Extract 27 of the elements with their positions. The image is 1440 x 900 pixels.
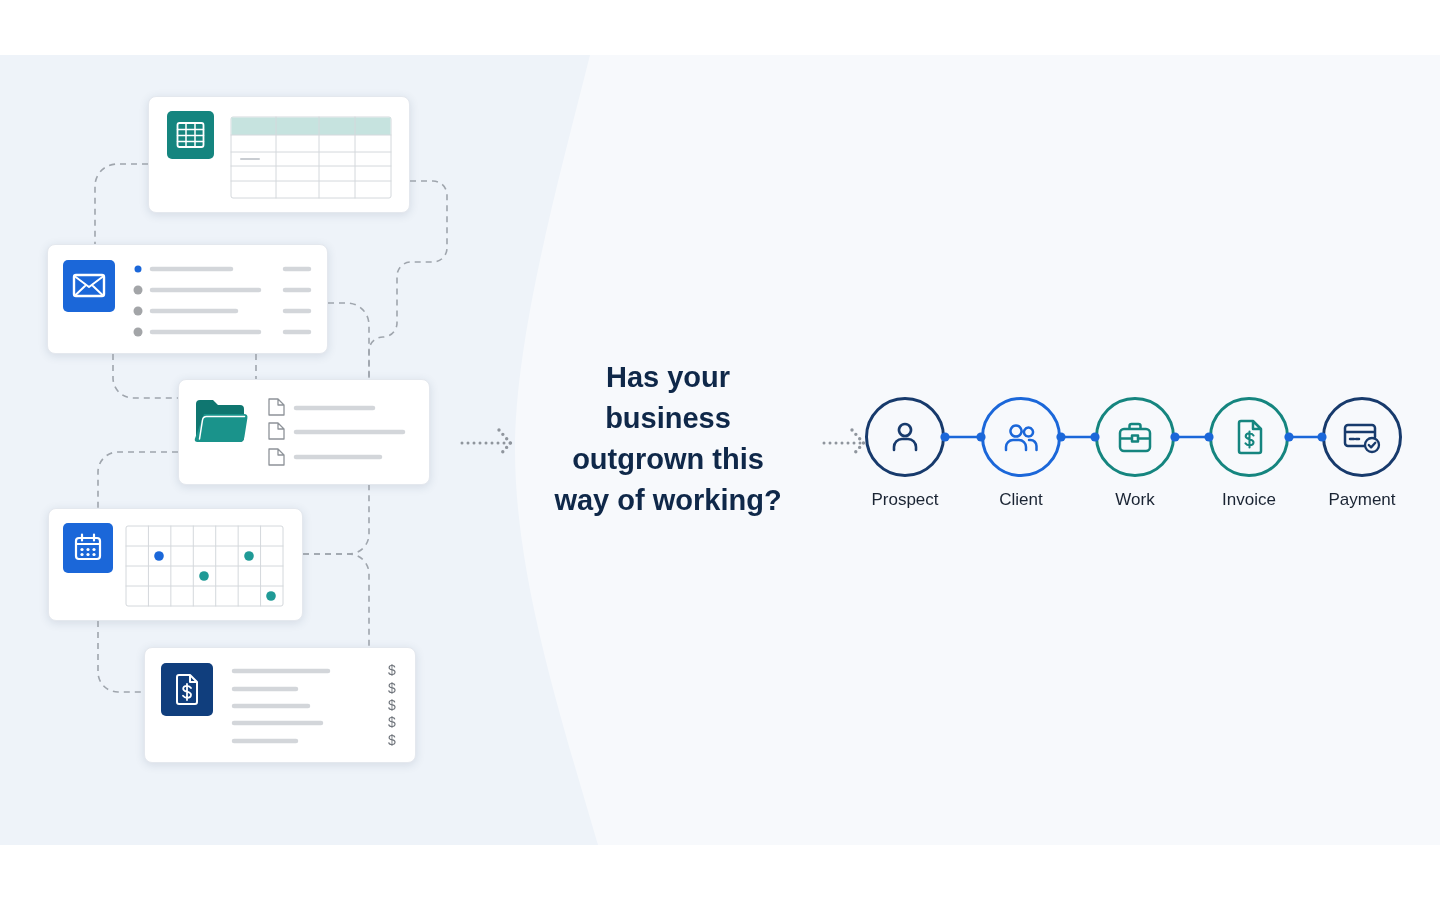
- dashed-connector: [97, 451, 179, 509]
- currency-symbol: $: [387, 714, 397, 731]
- dashed-connector: [112, 353, 179, 399]
- connector-line: [940, 432, 986, 442]
- currency-symbol: $: [387, 680, 397, 697]
- connector-line: [1170, 432, 1214, 442]
- email-card: [47, 244, 328, 354]
- step-label: Invoice: [1221, 489, 1277, 511]
- spreadsheet-card: [148, 96, 410, 213]
- currency-symbol: $: [387, 662, 397, 679]
- currency-symbol: $: [387, 732, 397, 749]
- step-label: Work: [1114, 489, 1156, 511]
- calendar-card: [48, 508, 303, 621]
- connector-line: [1056, 432, 1100, 442]
- step-label: Payment: [1327, 489, 1397, 511]
- dashed-connector: [94, 163, 149, 245]
- dashed-connector: [255, 353, 257, 380]
- currency-symbol: $: [387, 697, 397, 714]
- dashed-connector: [368, 180, 448, 380]
- step-label: Prospect: [870, 489, 940, 511]
- invoice-card: [144, 647, 416, 763]
- step-label: Client: [998, 489, 1044, 511]
- file-card: [178, 379, 430, 485]
- dashed-connector: [302, 553, 370, 648]
- dashed-connector: [327, 302, 370, 380]
- question-text: Has your business outgrown this way of working?: [553, 360, 783, 518]
- connector-line: [1284, 432, 1327, 442]
